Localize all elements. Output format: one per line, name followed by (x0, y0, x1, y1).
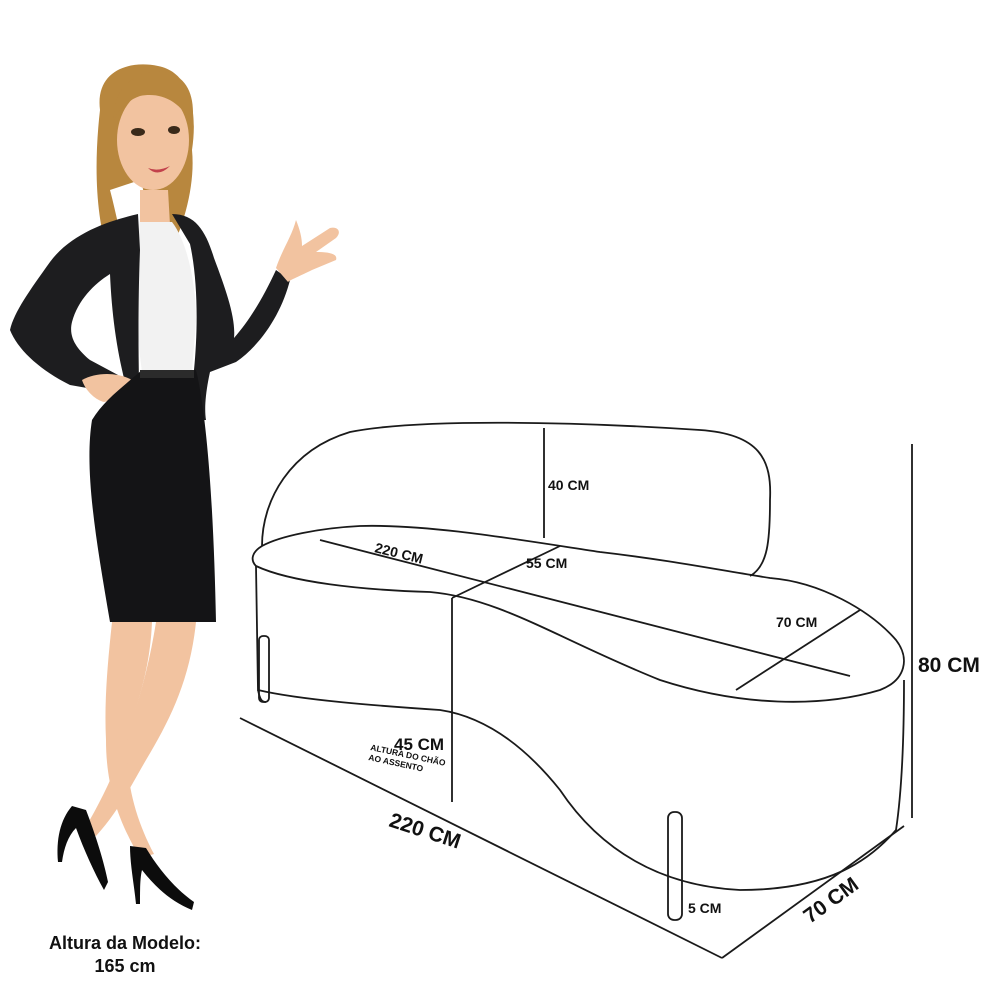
seat-width-line (319, 539, 851, 677)
seat-height-label: 45 CM (394, 735, 444, 754)
right-high-heel-shoe (130, 846, 194, 910)
sofa-outline-icon (251, 421, 905, 921)
total-width-label: 220 CM (386, 809, 463, 854)
backrest-height-label: 40 CM (548, 477, 589, 493)
arm-depth-label: 70 CM (776, 614, 817, 630)
total-width-line (239, 717, 723, 959)
sofa-seat-top (251, 524, 905, 703)
belt (140, 370, 194, 378)
blouse (136, 222, 196, 372)
total-depth-label: 70 CM (799, 873, 863, 928)
dimension-labels: 40 CM 220 CM 55 CM 70 CM 80 CM 45 CM ALT… (368, 477, 980, 928)
seat-depth-label: 55 CM (526, 555, 567, 571)
face (117, 90, 189, 190)
woman-model-figure-icon (10, 64, 339, 910)
seat-depth-line (451, 545, 561, 599)
sofa-left-leg (258, 635, 270, 703)
dimension-lines (239, 428, 913, 959)
front-leg (105, 622, 154, 858)
mouth (148, 166, 170, 173)
left-eye (131, 128, 145, 136)
total-depth-line (721, 825, 905, 959)
seat-width-label: 220 CM (373, 539, 424, 566)
sofa-front-panel (255, 565, 905, 891)
caption-line-1: Altura da Modelo: (49, 933, 201, 953)
caption-line-2: 165 cm (94, 956, 156, 976)
total-height-label: 80 CM (918, 654, 980, 677)
jacket-left (10, 214, 140, 418)
sofa-backrest (261, 421, 772, 577)
neck (140, 190, 170, 225)
leg-height-label: 5 CM (688, 900, 721, 916)
model-height-caption: Altura da Modelo: 165 cm (0, 932, 250, 978)
sofa-right-leg (667, 811, 683, 921)
right-eye (168, 126, 180, 134)
skirt (89, 370, 216, 622)
hair-front (113, 71, 193, 125)
jacket-right (172, 214, 290, 420)
left-high-heel-shoe (57, 806, 108, 890)
raised-hand (276, 220, 339, 282)
arm-depth-line (735, 609, 861, 691)
